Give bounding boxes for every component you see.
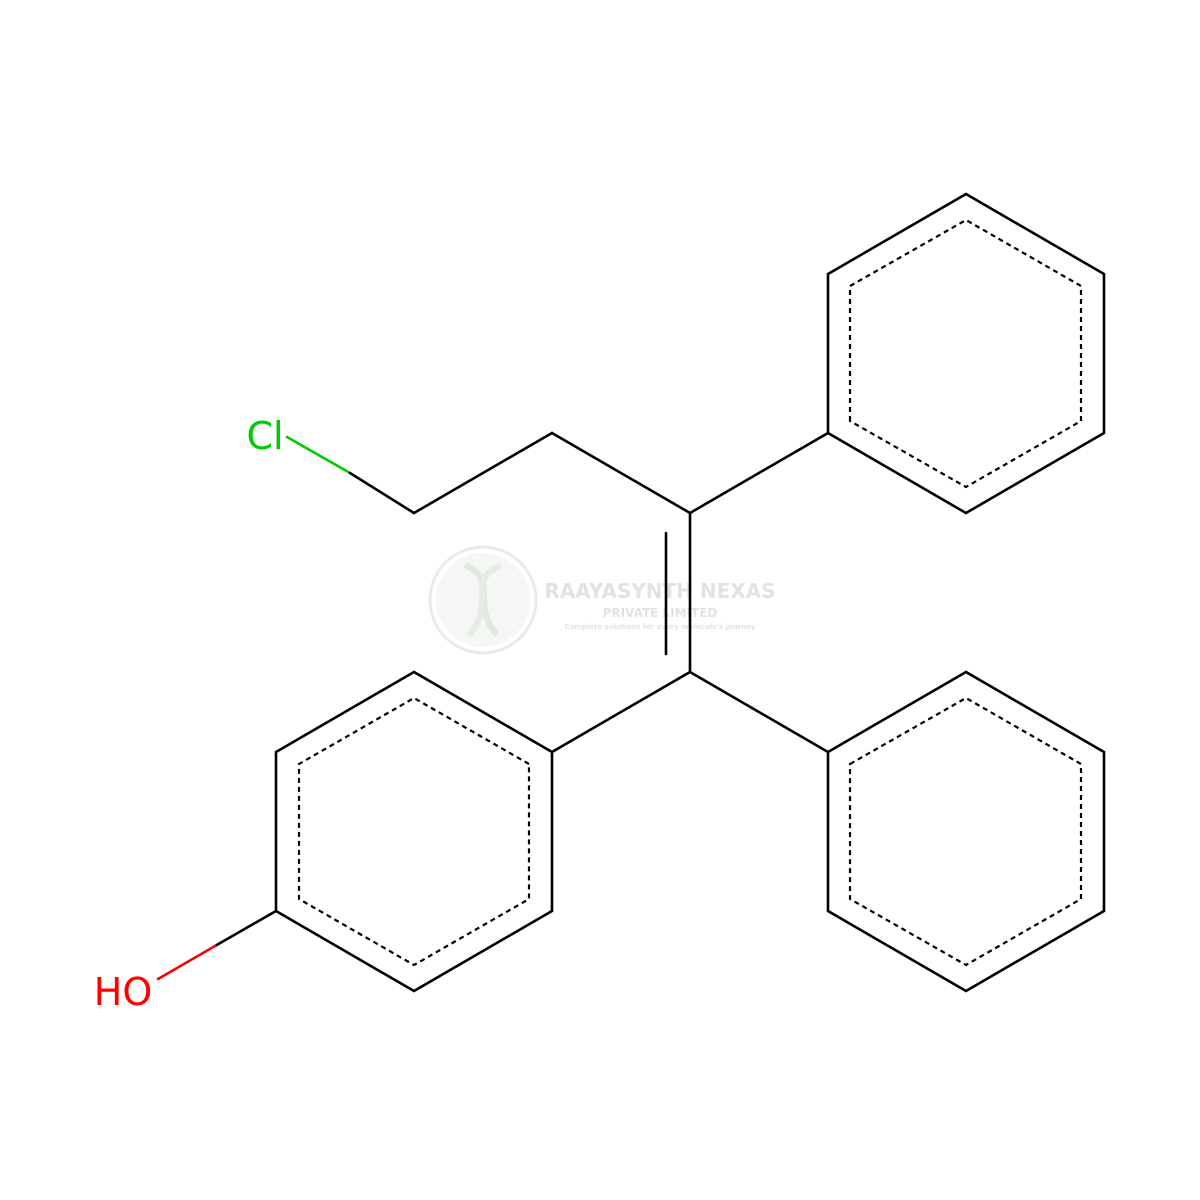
atom-label-hydroxyl: HO [94, 970, 152, 1014]
watermark-tagline: Complete solutions for every molecule's … [565, 623, 756, 631]
watermark-logo [428, 545, 538, 655]
bond-alkene-phenol [550, 670, 692, 754]
bond-alkene-upper-phenyl [688, 431, 830, 515]
bond-alkene-lower-phenyl [688, 670, 830, 754]
bond-ch2-cl [348, 471, 416, 515]
bond-c-cl [285, 435, 352, 475]
upper-phenyl-ring [826, 192, 1106, 515]
bond-ch2-ch2 [412, 431, 554, 515]
phenol-ring [274, 670, 554, 993]
bond-oxygen-ring [156, 944, 217, 981]
watermark: RAAYASYNTH NEXAS PRIVATE LIMITED Complet… [428, 545, 776, 655]
watermark-name: RAAYASYNTH NEXAS [544, 579, 775, 603]
bond-ring-oxygen [213, 909, 278, 948]
watermark-subtitle: PRIVATE LIMITED [603, 606, 718, 620]
lower-phenyl-ring [826, 670, 1106, 993]
atom-label-chlorine: Cl [246, 414, 283, 458]
bond-ch2-alkene [550, 431, 692, 515]
